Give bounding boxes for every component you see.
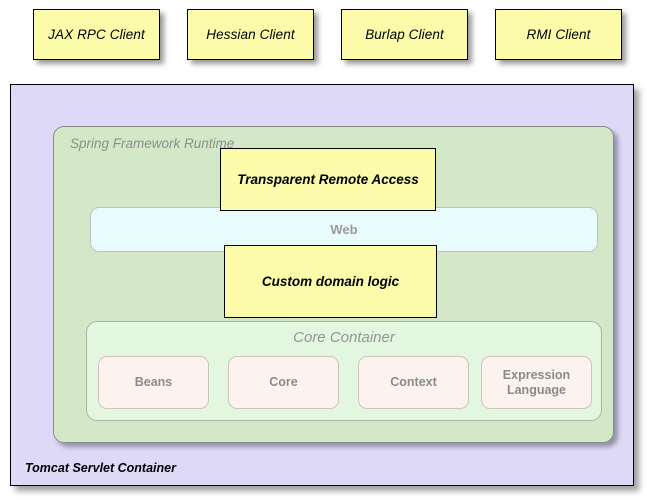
module-label: Expression Language — [502, 367, 571, 397]
module-label: Core — [269, 375, 298, 389]
module-box-beans[interactable]: Beans — [98, 356, 209, 409]
client-label: JAX RPC Client — [48, 27, 145, 42]
module-label: Beans — [134, 375, 173, 389]
module-box-expression-language[interactable]: Expression Language — [481, 356, 592, 409]
module-box-context[interactable]: Context — [358, 356, 469, 409]
module-label: Context — [390, 375, 437, 389]
overlay-label: Transparent Remote Access — [237, 172, 419, 187]
module-box-core[interactable]: Core — [228, 356, 339, 409]
client-box-hessian[interactable]: Hessian Client — [187, 9, 314, 60]
web-layer-label: Web — [330, 222, 358, 237]
client-label: Burlap Client — [365, 27, 444, 42]
overlay-custom-domain-logic[interactable]: Custom domain logic — [224, 245, 437, 318]
client-label: RMI Client — [526, 27, 591, 42]
tomcat-servlet-container-label: Tomcat Servlet Container — [25, 461, 176, 475]
spring-framework-runtime-label: Spring Framework Runtime — [70, 136, 235, 151]
client-box-burlap[interactable]: Burlap Client — [341, 9, 468, 60]
core-container: Core Container Beans Core Context Expres… — [86, 321, 602, 421]
overlay-transparent-remote-access[interactable]: Transparent Remote Access — [220, 148, 436, 211]
client-label: Hessian Client — [206, 27, 295, 42]
client-box-rmi[interactable]: RMI Client — [495, 9, 622, 60]
overlay-label: Custom domain logic — [261, 274, 400, 289]
core-container-label: Core Container — [293, 329, 395, 346]
client-box-jax-rpc[interactable]: JAX RPC Client — [33, 9, 160, 60]
